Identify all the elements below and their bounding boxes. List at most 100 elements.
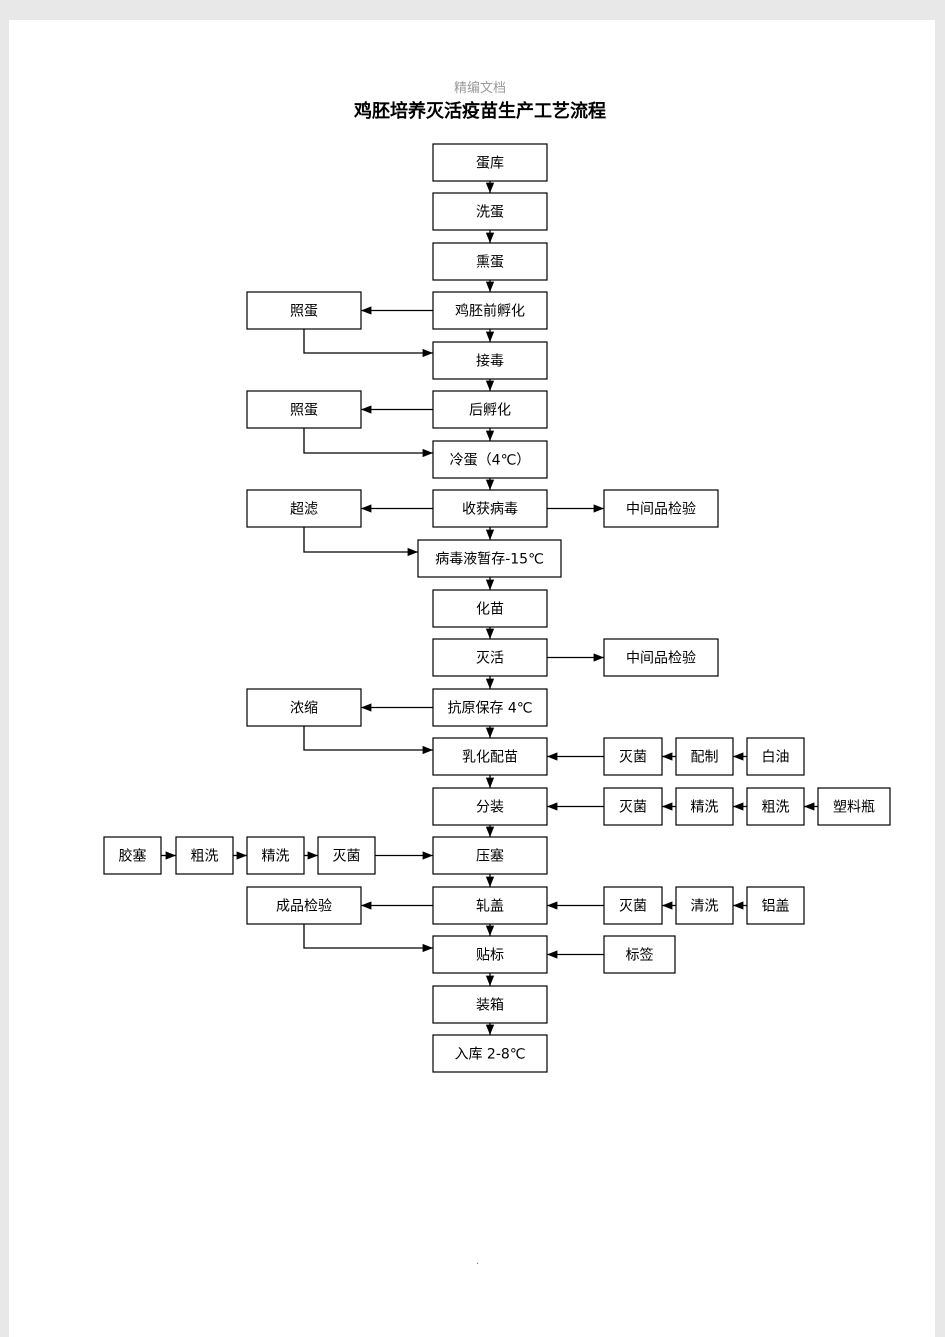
node-box: [603, 638, 719, 677]
node-box: [432, 985, 548, 1024]
node-label: 塑料瓶: [833, 800, 875, 816]
return-arrow: [303, 924, 433, 953]
node-main-inoculate: 接毒: [432, 341, 548, 380]
node-box: [603, 737, 663, 776]
node-box: [417, 539, 562, 578]
node-final-inspection: 成品检验: [246, 886, 362, 925]
node-box: [432, 192, 548, 231]
node-box: [103, 836, 162, 875]
node-label: 装箱: [476, 998, 504, 1014]
node-box: [432, 489, 548, 528]
node-main-antigen-storage: 抗原保存 4℃: [432, 688, 548, 727]
node-box: [432, 440, 548, 479]
node-label: 洗蛋: [476, 205, 504, 221]
node-label: 粗洗: [762, 800, 790, 816]
node-layer: 蛋库洗蛋熏蛋鸡胚前孵化接毒后孵化冷蛋（4℃）收获病毒病毒液暂存-15℃化苗灭活抗…: [103, 143, 891, 1073]
return-arrow: [303, 428, 433, 458]
node-bottle-sterilize: 灭菌: [603, 787, 663, 826]
node-bottle-rough-wash: 粗洗: [746, 787, 805, 826]
node-label: 后孵化: [469, 403, 511, 419]
node-box: [432, 688, 548, 727]
node-box: [603, 886, 663, 925]
node-box: [603, 787, 663, 826]
node-box: [432, 341, 548, 380]
node-main-cool-eggs: 冷蛋（4℃）: [432, 440, 548, 479]
node-box: [175, 836, 234, 875]
node-box: [246, 688, 362, 727]
node-label: 清洗: [691, 899, 719, 915]
node-box: [246, 836, 305, 875]
node-qc-2: 中间品检验: [603, 638, 719, 677]
node-label: 配制: [691, 750, 719, 766]
return-arrow: [303, 726, 433, 755]
node-cap-wash: 清洗: [675, 886, 734, 925]
node-main-inactivate: 灭活: [432, 638, 548, 677]
node-box: [246, 390, 362, 429]
node-label: 粗洗: [191, 849, 219, 865]
node-box: [746, 787, 805, 826]
node-box: [675, 886, 734, 925]
node-box: [675, 787, 734, 826]
node-box: [432, 390, 548, 429]
node-label: 鸡胚前孵化: [455, 303, 525, 320]
node-label: 压塞: [476, 848, 504, 865]
node-white-oil: 白油: [746, 737, 805, 776]
node-label: 蛋库: [476, 156, 504, 172]
node-stopper-rough-wash: 粗洗: [175, 836, 234, 875]
node-qc-1: 中间品检验: [603, 489, 719, 528]
node-label: 收获病毒: [462, 502, 518, 518]
node-bottle-fine-wash: 精洗: [675, 787, 734, 826]
node-main-cap: 轧盖: [432, 886, 548, 925]
node-label: 成品检验: [276, 899, 332, 915]
node-label: 抗原保存 4℃: [447, 701, 532, 717]
node-ultrafilter: 超滤: [246, 489, 362, 528]
node-label: 白油: [762, 750, 790, 766]
node-box: [432, 638, 548, 677]
node-box: [432, 886, 548, 925]
node-main-post-incubation: 后孵化: [432, 390, 548, 429]
footer-mark: .: [476, 1256, 480, 1267]
node-box: [675, 737, 734, 776]
node-plastic-bottle: 塑料瓶: [817, 787, 891, 826]
node-oil-sterilize: 灭菌: [603, 737, 663, 776]
node-label: 胶塞: [119, 848, 147, 865]
node-stopper-sterilize: 灭菌: [317, 836, 376, 875]
page-title: 鸡胚培养灭活疫苗生产工艺流程: [354, 101, 606, 122]
node-main-temp-storage: 病毒液暂存-15℃: [417, 539, 562, 578]
node-main-stopper: 压塞: [432, 836, 548, 875]
node-label: 铝盖: [762, 899, 790, 915]
node-label: 贴标: [476, 948, 504, 964]
node-box: [432, 589, 548, 628]
node-box: [746, 737, 805, 776]
node-main-box: 装箱: [432, 985, 548, 1024]
node-label: 标签: [626, 947, 654, 964]
node-main-harvest: 收获病毒: [432, 489, 548, 528]
node-candle-2: 照蛋: [246, 390, 362, 429]
node-label: 中间品检验: [626, 651, 696, 667]
node-candle-1: 照蛋: [246, 291, 362, 330]
node-aluminum-cap: 铝盖: [746, 886, 805, 925]
node-box: [432, 737, 548, 776]
node-box: [432, 143, 548, 182]
node-label: 照蛋: [290, 403, 318, 419]
node-main-fumigate: 熏蛋: [432, 242, 548, 281]
node-box: [746, 886, 805, 925]
node-label: 接毒: [476, 353, 504, 370]
node-label: 浓缩: [290, 701, 318, 717]
node-main-wash-eggs: 洗蛋: [432, 192, 548, 231]
node-label: 熏蛋: [476, 255, 504, 271]
watermark-text: 精编文档: [453, 81, 506, 96]
node-label: 冷蛋（4℃）: [450, 453, 531, 469]
node-main-fill: 分装: [432, 787, 548, 826]
node-label: 乳化配苗: [462, 750, 518, 766]
node-label: 中间品检验: [626, 502, 696, 518]
node-box: [432, 787, 548, 826]
node-box: [432, 242, 548, 281]
node-main-emulsify: 乳化配苗: [432, 737, 548, 776]
node-box: [432, 291, 548, 330]
node-label: 分装: [476, 800, 504, 816]
node-box: [432, 1034, 548, 1073]
node-label: 灭菌: [619, 750, 647, 766]
node-concentrate: 浓缩: [246, 688, 362, 727]
